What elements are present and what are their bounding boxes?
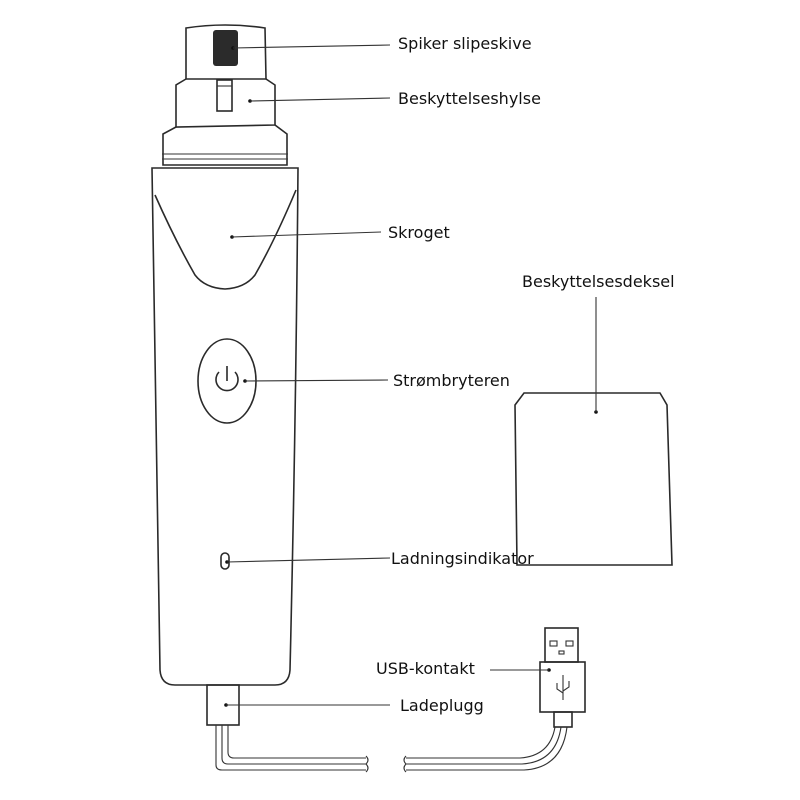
label-charge-indicator: Ladningsindikator	[391, 549, 534, 568]
label-charge-plug: Ladeplugg	[400, 696, 484, 715]
power-icon	[215, 366, 239, 392]
protective-sleeve	[175, 78, 276, 128]
charge-plug	[206, 684, 568, 773]
neck-ring	[162, 124, 288, 166]
label-protective-sleeve: Beskyttelseshylse	[398, 89, 541, 108]
label-body: Skroget	[388, 223, 450, 242]
leader-lines	[224, 44, 598, 707]
usb-connector	[539, 627, 586, 728]
label-protective-cover: Beskyttelsesdeksel	[522, 272, 675, 291]
protective-cover-shape	[514, 392, 673, 566]
grinding-cap	[185, 24, 267, 80]
device-body	[151, 167, 299, 686]
label-grinding-disc: Spiker slipeskive	[398, 34, 532, 53]
label-power-button: Strømbryteren	[393, 371, 510, 390]
label-usb-connector: USB-kontakt	[376, 659, 475, 678]
charge-indicator-light	[220, 552, 230, 570]
usb-icon	[556, 675, 570, 700]
